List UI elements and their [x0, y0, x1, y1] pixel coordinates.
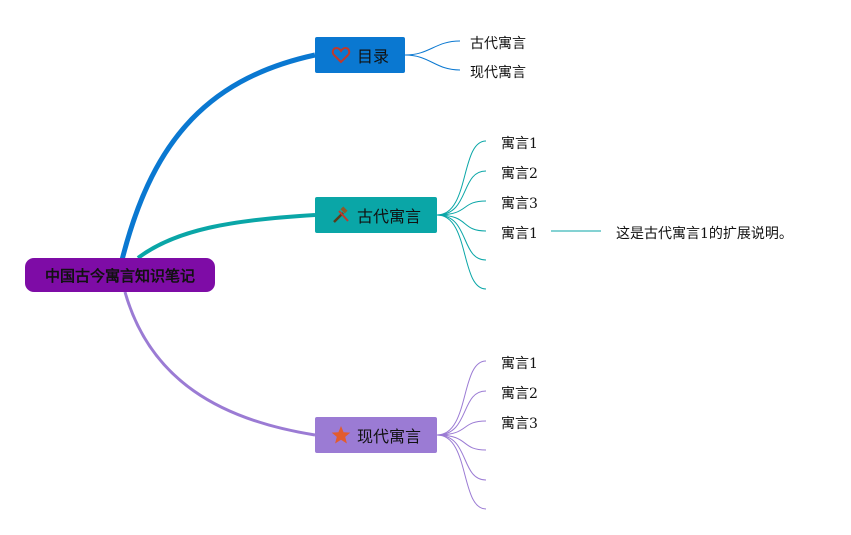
ancient-item-note[interactable]: 这是古代寓言1的扩展说明。 [616, 226, 793, 242]
branch-modern-label: 现代寓言 [356, 427, 421, 446]
connector-root-toc [119, 52, 316, 261]
branch-ancient[interactable]: 古代寓言 [315, 197, 437, 233]
tools-icon [331, 205, 351, 225]
connector-root-modern [123, 291, 316, 437]
branch-modern[interactable]: 现代寓言 [315, 417, 437, 453]
branch-toc-label: 目录 [356, 47, 389, 66]
star-icon [331, 425, 351, 445]
heart-icon [331, 45, 351, 65]
modern-item-2[interactable]: 寓言2 [501, 386, 538, 402]
root-topic-label: 中国古今寓言知识笔记 [44, 266, 195, 285]
connectors-toc-children [404, 40, 461, 71]
ancient-item-1[interactable]: 寓言1 [501, 136, 538, 152]
branch-toc[interactable]: 目录 [315, 37, 405, 73]
connector-root-ancient [136, 213, 316, 260]
toc-item-ancient[interactable]: 古代寓言 [470, 36, 526, 52]
toc-item-modern[interactable]: 现代寓言 [470, 65, 526, 81]
ancient-item-2[interactable]: 寓言2 [501, 166, 538, 182]
modern-item-1[interactable]: 寓言1 [501, 356, 538, 372]
modern-item-3[interactable]: 寓言3 [501, 416, 538, 432]
ancient-item-3[interactable]: 寓言3 [501, 196, 538, 212]
ancient-item-4[interactable]: 寓言1 [501, 226, 538, 242]
connectors-modern-children [436, 360, 487, 510]
branch-ancient-label: 古代寓言 [356, 207, 421, 226]
root-topic[interactable]: 中国古今寓言知识笔记 [25, 258, 215, 292]
connectors-ancient-children [436, 140, 601, 290]
